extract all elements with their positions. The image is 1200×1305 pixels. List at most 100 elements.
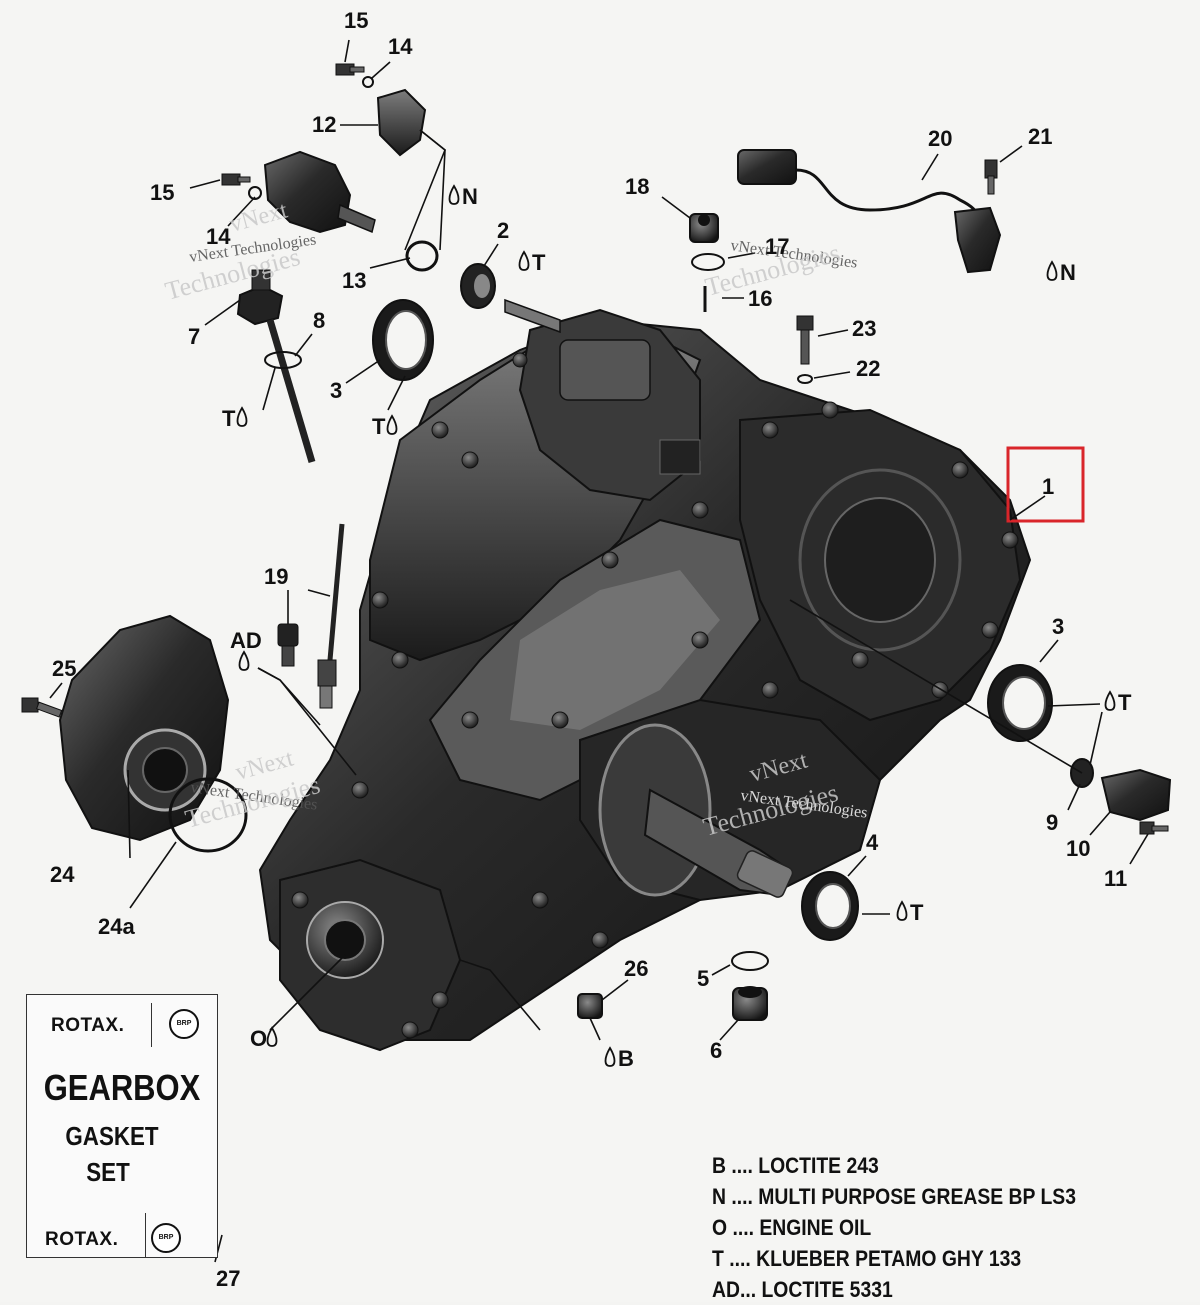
legend-row-t: T .... KLUEBER PETAMO GHY 133 xyxy=(712,1243,1134,1274)
legend-dots: .... xyxy=(723,1246,757,1271)
callout-23: 23 xyxy=(852,316,876,341)
legend-desc: KLUEBER PETAMO GHY 133 xyxy=(756,1246,1022,1271)
callout-7: 7 xyxy=(188,324,200,349)
washer-22 xyxy=(797,374,813,384)
symbol-o: O xyxy=(250,1026,267,1051)
legend-code: T xyxy=(712,1246,724,1271)
screw-25 xyxy=(21,697,63,718)
callout-labels: 15 14 12 15 14 13 2 7 8 3 18 17 16 20 21… xyxy=(50,8,1127,1291)
symbol-t: T xyxy=(1118,690,1132,715)
legend-code: O xyxy=(712,1215,728,1240)
callout-3: 3 xyxy=(330,378,342,403)
logo-divider xyxy=(151,1003,152,1047)
seal-3-upper xyxy=(372,299,434,381)
breather-19 xyxy=(277,623,299,667)
callout-6: 6 xyxy=(710,1038,722,1063)
callout-24a: 24a xyxy=(98,914,135,939)
callout-8: 8 xyxy=(313,308,325,333)
callout-5: 5 xyxy=(697,966,709,991)
gasket-5 xyxy=(731,951,769,971)
callout-21: 21 xyxy=(1028,124,1052,149)
shift-actuator xyxy=(263,150,376,234)
o-ring-13 xyxy=(405,240,439,272)
callout-27: 27 xyxy=(216,1266,240,1291)
application-symbols: N T T T N AD T T O B xyxy=(222,184,1132,1071)
legend-code: N xyxy=(712,1184,726,1209)
callout-4: 4 xyxy=(866,830,879,855)
callout-16: 16 xyxy=(748,286,772,311)
callout-19: 19 xyxy=(264,564,288,589)
callout-24: 24 xyxy=(50,862,75,887)
symbol-t: T xyxy=(222,406,236,431)
screw-11 xyxy=(1139,821,1169,835)
legend-dots: .... xyxy=(725,1153,759,1178)
callout-11: 11 xyxy=(1104,866,1127,891)
callout-13: 13 xyxy=(342,268,366,293)
legend-desc: ENGINE OIL xyxy=(759,1215,872,1240)
callout-9: 9 xyxy=(1046,810,1058,835)
legend-code: AD xyxy=(712,1277,740,1302)
legend-desc: LOCTITE 5331 xyxy=(761,1277,893,1302)
cover-plate xyxy=(376,88,427,157)
drop-icon xyxy=(236,406,248,427)
seal-3-lower xyxy=(987,664,1053,742)
legend-dots: .... xyxy=(727,1215,760,1240)
drop-icon xyxy=(896,900,908,921)
application-legend: B .... LOCTITE 243 N .... MULTI PURPOSE … xyxy=(712,1150,1134,1305)
kit-subtitle-1: GASKET xyxy=(65,1121,159,1151)
gasket-kit-card: ROTAX. BRP GEARBOX GASKET SET ROTAX. BRP xyxy=(26,994,218,1258)
drain-plug-6 xyxy=(732,986,768,1021)
screw-15a xyxy=(335,63,365,76)
drop-icon xyxy=(266,1026,278,1047)
seal-2 xyxy=(460,263,496,309)
drop-icon xyxy=(448,184,460,205)
legend-desc: LOCTITE 243 xyxy=(758,1153,879,1178)
temp-sensor xyxy=(317,523,345,709)
symbol-t: T xyxy=(910,900,924,925)
callout-10: 10 xyxy=(1066,836,1090,861)
rotax-logo: ROTAX. xyxy=(45,1229,119,1250)
legend-row-o: O .... ENGINE OIL xyxy=(712,1212,1134,1243)
callout-20: 20 xyxy=(928,126,952,151)
rotax-logo: ROTAX. xyxy=(51,1015,125,1036)
dipstick-7 xyxy=(236,269,316,463)
drop-icon xyxy=(386,414,398,435)
symbol-t: T xyxy=(532,250,546,275)
callout-25: 25 xyxy=(52,656,76,681)
sensor-10 xyxy=(1100,768,1172,822)
gasket-17 xyxy=(691,253,725,271)
legend-row-n: N .... MULTI PURPOSE GREASE BP LS3 xyxy=(712,1181,1134,1212)
drop-icon xyxy=(1104,690,1116,711)
logo-divider xyxy=(145,1213,146,1257)
legend-dots: ... xyxy=(739,1277,762,1302)
symbol-n: N xyxy=(1060,260,1076,285)
legend-row-b: B .... LOCTITE 243 xyxy=(712,1150,1134,1181)
o-ring-14b xyxy=(248,186,262,200)
callout-1: 1 xyxy=(1042,474,1054,499)
plug-18 xyxy=(689,213,719,243)
callout-3: 3 xyxy=(1052,614,1064,639)
svg-text:vNext: vNext xyxy=(227,197,291,237)
callout-15: 15 xyxy=(150,180,174,205)
callout-17: 17 xyxy=(765,234,789,259)
legend-code: B xyxy=(712,1153,726,1178)
callout-14: 14 xyxy=(388,34,413,59)
o-ring-24a xyxy=(168,777,248,853)
plug-26 xyxy=(577,993,603,1019)
legend-row-ad: AD... LOCTITE 5331 xyxy=(712,1274,1134,1305)
part-1-highlight-box xyxy=(1006,446,1085,523)
o-ring-8 xyxy=(264,351,302,369)
drop-icon xyxy=(604,1046,616,1067)
drop-icon xyxy=(238,650,250,671)
symbol-b: B xyxy=(618,1046,634,1071)
kit-title: GEARBOX xyxy=(43,1067,201,1108)
kit-subtitle-2: SET xyxy=(86,1157,130,1187)
brp-logo-icon: BRP xyxy=(169,1009,199,1039)
callout-14: 14 xyxy=(206,224,231,249)
callout-26: 26 xyxy=(624,956,648,981)
brp-logo-icon: BRP xyxy=(151,1223,181,1253)
callout-15: 15 xyxy=(344,8,368,33)
bolt-23 xyxy=(796,315,814,365)
